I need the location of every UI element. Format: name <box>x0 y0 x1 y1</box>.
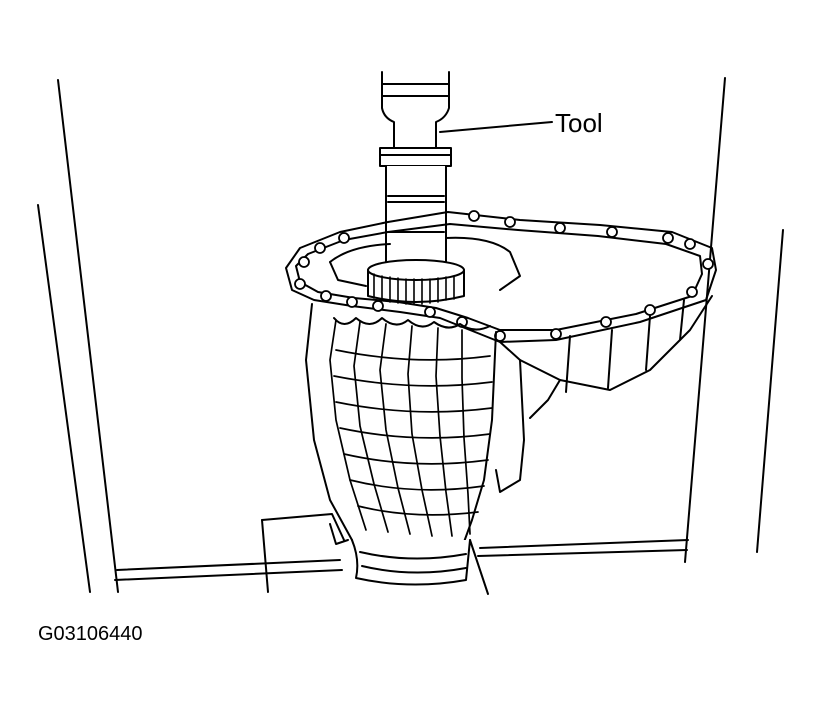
transfer-case-housing <box>285 210 717 586</box>
tool-leader-line <box>439 121 553 133</box>
gear-collar <box>367 259 465 305</box>
press-frame <box>37 77 784 593</box>
support-block <box>261 513 489 595</box>
figure-id: G03106440 <box>38 623 143 645</box>
press-tool <box>379 71 452 263</box>
tool-label: Tool <box>555 108 603 138</box>
